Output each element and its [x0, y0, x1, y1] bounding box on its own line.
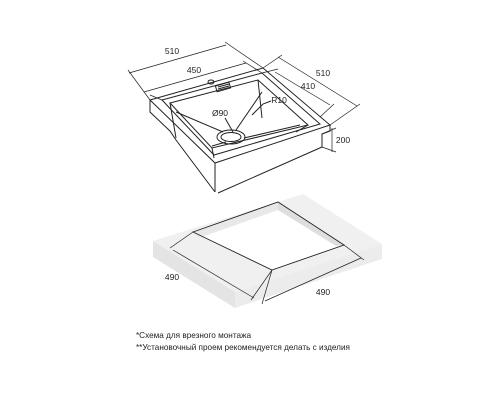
bowl-edge-right — [295, 124, 309, 133]
cutout-dimensions — [169, 231, 365, 305]
dim-510-top-ext-left — [127, 69, 151, 101]
sink-body-right — [217, 125, 331, 194]
faucet-hole — [207, 79, 215, 85]
dim-200-ext-bottom — [321, 146, 337, 153]
overflow-slot — [214, 81, 232, 93]
drain-diameter-label: Ø90 — [212, 108, 228, 118]
dim-450-line — [143, 62, 247, 93]
dim-510-top-line — [128, 44, 227, 74]
dim-490-left-line — [172, 249, 255, 299]
dim-490-bottom-line — [264, 257, 362, 302]
dim-490-bottom-ext-2 — [343, 244, 365, 261]
dim-410-ext-bottom — [319, 103, 335, 118]
dim-510-side-ext-top — [262, 54, 283, 69]
dim-410-line — [274, 71, 331, 106]
dim-510-top-ext-right — [224, 41, 264, 69]
dim-200-ext-top — [321, 127, 337, 135]
bowl-crease-1 — [175, 111, 224, 133]
dim-510-side-line — [277, 56, 358, 107]
bowl-edge-front — [211, 147, 215, 159]
dim-450-label: 450 — [187, 65, 201, 75]
sink-body-left — [149, 100, 216, 193]
countertop-drawing — [153, 194, 382, 308]
bowl-crease-2 — [235, 91, 263, 131]
dim-410-ext-top — [261, 68, 279, 74]
bowl-edge-back — [257, 79, 263, 119]
dim-450-ext-left — [149, 94, 163, 101]
dim-490-left-ext-1 — [169, 231, 194, 249]
dim-510-top-label: 510 — [165, 46, 179, 56]
sink-bowl-opening — [169, 79, 310, 149]
bowl-edge-left — [169, 102, 177, 139]
note-mounting-scheme: *Схема для врезного монтажа — [136, 331, 252, 340]
dim-510-side-ext-bottom — [329, 103, 361, 126]
overflow-slot-line-2 — [217, 85, 230, 90]
bowl-crease-3 — [243, 124, 301, 139]
radius-leader — [251, 100, 272, 116]
dim-450-ext-right — [242, 60, 263, 74]
drain-outer — [216, 129, 246, 145]
slab-top-face — [153, 194, 382, 292]
dim-490-left-label: 490 — [165, 272, 179, 282]
drain-leader — [224, 117, 234, 133]
dim-490-bottom-label: 490 — [316, 287, 330, 297]
slab-side-face — [235, 244, 382, 308]
dim-510-side-label: 510 — [316, 68, 330, 78]
slab-front-face — [153, 241, 235, 308]
dim-200-label: 200 — [336, 135, 350, 145]
dim-490-bottom-ext-1 — [261, 269, 273, 305]
cutout-wall-back — [193, 202, 278, 238]
dim-410-label: 410 — [301, 81, 315, 91]
sink-dimensions — [127, 41, 361, 153]
note-cutout-recommendation: **Установочный проем рекомендуется делат… — [136, 343, 350, 352]
dim-490-left-ext-2 — [250, 269, 273, 301]
overflow-slot-line-1 — [217, 83, 230, 88]
corner-radius-label: R10 — [271, 95, 287, 105]
drain-inner — [220, 132, 242, 142]
